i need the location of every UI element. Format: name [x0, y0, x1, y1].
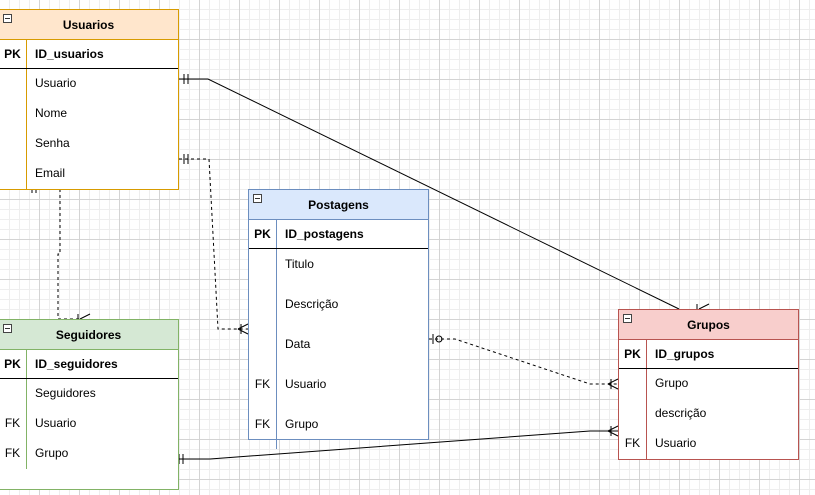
pk-row[interactable]: PK ID_grupos: [619, 340, 798, 369]
field-row-descricao[interactable]: descrição: [619, 399, 798, 429]
collapse-icon[interactable]: [623, 314, 632, 323]
crowfoot: [698, 303, 710, 310]
field-row-nome[interactable]: Nome: [0, 99, 178, 129]
pk-row[interactable]: PK ID_postagens: [249, 220, 428, 249]
field-key: FK: [0, 439, 27, 469]
entity-usuarios-title: Usuarios: [62, 18, 115, 32]
pk-field: ID_usuarios: [35, 47, 104, 61]
field-row-grupo[interactable]: FK Grupo: [0, 439, 178, 469]
field-row-senha[interactable]: Senha: [0, 129, 178, 159]
collapse-icon[interactable]: [3, 14, 12, 23]
field-name: Data: [285, 337, 311, 351]
entity-postagens-title: Postagens: [308, 198, 369, 212]
pk-field: ID_seguidores: [35, 357, 118, 371]
field-name: Grupo: [285, 417, 319, 431]
field-key: [249, 289, 277, 329]
pk-key: PK: [0, 350, 27, 378]
crowfoot: [607, 430, 619, 437]
field-key: [249, 249, 277, 289]
crowfoot: [237, 328, 249, 335]
field-name: Descrição: [285, 297, 339, 311]
field-name: Grupo: [655, 376, 689, 390]
crowfoot: [607, 425, 619, 432]
field-key: [0, 379, 27, 409]
crowfoot: [79, 313, 91, 320]
collapse-icon[interactable]: [3, 324, 12, 333]
field-name: Titulo: [285, 257, 314, 271]
field-key: FK: [249, 369, 277, 409]
connector-postagens-grupos: [429, 338, 618, 385]
entity-seguidores-header[interactable]: Seguidores: [0, 320, 178, 350]
field-key: FK: [249, 409, 277, 449]
field-key: FK: [619, 429, 647, 459]
field-row-email[interactable]: Email: [0, 159, 178, 189]
pk-row[interactable]: PK ID_seguidores: [0, 350, 178, 379]
field-row-usuario[interactable]: FK Usuario: [619, 429, 798, 459]
field-row-seguidores[interactable]: Seguidores: [0, 379, 178, 409]
entity-grupos-header[interactable]: Grupos: [619, 310, 798, 340]
field-key: [0, 159, 27, 189]
field-row-descricao[interactable]: Descrição: [249, 289, 428, 329]
pk-key: PK: [0, 40, 27, 68]
field-key: [619, 369, 647, 399]
connector-usuarios-grupos: [179, 78, 680, 310]
entity-grupos-title: Grupos: [687, 318, 730, 332]
field-name: Nome: [35, 106, 68, 120]
field-row-usuario[interactable]: FK Usuario: [0, 409, 178, 439]
entity-postagens-header[interactable]: Postagens: [249, 190, 428, 220]
entity-usuarios-header[interactable]: Usuarios: [0, 10, 178, 40]
field-key: [0, 129, 27, 159]
pk-field: ID_postagens: [285, 227, 364, 241]
pk-field: ID_grupos: [655, 347, 715, 361]
pk-key: PK: [249, 220, 277, 248]
field-row-grupo[interactable]: FK Grupo: [249, 409, 428, 449]
connector-usuarios-seguidores: [57, 189, 61, 319]
field-name: Senha: [35, 136, 70, 150]
connector-usuarios-postagens: [179, 158, 248, 330]
field-row-titulo[interactable]: Titulo: [249, 249, 428, 289]
zero-mark: [435, 335, 443, 343]
collapse-icon[interactable]: [253, 194, 262, 203]
crowfoot: [607, 383, 619, 390]
entity-seguidores[interactable]: Seguidores PK ID_seguidores Seguidores F…: [0, 319, 179, 490]
field-name: Grupo: [35, 446, 69, 460]
field-name: Email: [35, 166, 66, 180]
field-row-usuario[interactable]: FK Usuario: [249, 369, 428, 409]
pk-row[interactable]: PK ID_usuarios: [0, 40, 178, 69]
field-name: Usuario: [35, 416, 77, 430]
field-key: FK: [0, 409, 27, 439]
crowfoot: [237, 323, 249, 330]
field-name: descrição: [655, 406, 707, 420]
entity-grupos[interactable]: Grupos PK ID_grupos Grupo descrição FK Us…: [618, 309, 799, 460]
field-row-grupo[interactable]: Grupo: [619, 369, 798, 399]
field-name: Usuario: [35, 76, 77, 90]
entity-usuarios[interactable]: Usuarios PK ID_usuarios Usuario Nome Sen…: [0, 9, 179, 190]
field-row-usuario[interactable]: Usuario: [0, 69, 178, 99]
pk-key: PK: [619, 340, 647, 368]
crowfoot: [607, 378, 619, 385]
field-key: [249, 329, 277, 369]
field-key: [0, 99, 27, 129]
field-name: Usuario: [285, 377, 327, 391]
field-row-data[interactable]: Data: [249, 329, 428, 369]
field-key: [619, 399, 647, 429]
entity-postagens[interactable]: Postagens PK ID_postagens Titulo Descriç…: [248, 189, 429, 449]
connector-seguidores-grupos: [179, 430, 618, 460]
entity-seguidores-title: Seguidores: [55, 328, 122, 342]
field-key: [0, 69, 27, 99]
field-name: Seguidores: [35, 386, 96, 400]
field-name: Usuario: [655, 436, 697, 450]
